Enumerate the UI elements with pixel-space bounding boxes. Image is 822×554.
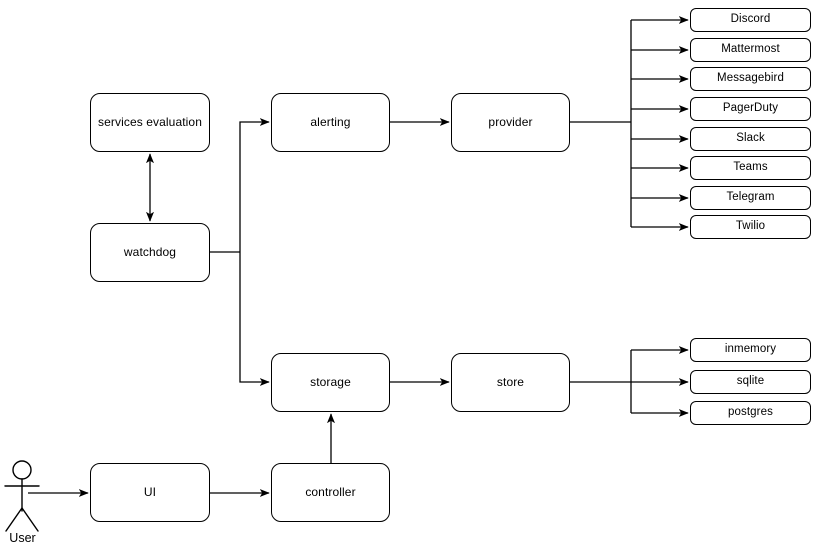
node-label: alerting <box>310 115 351 130</box>
node-postgres[interactable]: postgres <box>690 401 811 425</box>
node-ui[interactable]: UI <box>90 463 210 522</box>
node-label: Twilio <box>735 220 766 233</box>
node-mattermost[interactable]: Mattermost <box>690 38 811 62</box>
node-twilio[interactable]: Twilio <box>690 215 811 239</box>
actor-head <box>12 460 32 480</box>
node-store[interactable]: store <box>451 353 570 412</box>
actor-legs <box>5 506 39 532</box>
node-label: inmemory <box>724 343 777 356</box>
edge-watchdog-to-storage <box>239 252 270 386</box>
node-label: watchdog <box>123 245 177 260</box>
node-controller[interactable]: controller <box>271 463 390 522</box>
node-label: storage <box>310 375 351 390</box>
node-label: controller <box>305 485 356 500</box>
node-label: Telegram <box>726 191 775 204</box>
node-label: services evaluation <box>98 115 202 130</box>
node-provider[interactable]: provider <box>451 93 570 152</box>
node-label: Slack <box>736 132 765 145</box>
node-discord[interactable]: Discord <box>690 8 811 32</box>
node-services-evaluation[interactable]: services evaluation <box>90 93 210 152</box>
node-label: Mattermost <box>721 43 780 56</box>
node-label: Messagebird <box>717 72 784 85</box>
node-telegram[interactable]: Telegram <box>690 186 811 210</box>
node-watchdog[interactable]: watchdog <box>90 223 210 282</box>
node-slack[interactable]: Slack <box>690 127 811 151</box>
node-label: postgres <box>728 406 773 419</box>
node-label: UI <box>143 485 157 500</box>
node-label: Teams <box>733 161 768 174</box>
edge-watchdog-to-alerting <box>239 118 270 252</box>
node-teams[interactable]: Teams <box>690 156 811 180</box>
node-inmemory[interactable]: inmemory <box>690 338 811 362</box>
node-storage[interactable]: storage <box>271 353 390 412</box>
node-pagerduty[interactable]: PagerDuty <box>690 97 811 121</box>
node-alerting[interactable]: alerting <box>271 93 390 152</box>
node-label: Discord <box>730 13 771 26</box>
node-label: sqlite <box>736 375 765 388</box>
user-actor-label: User <box>9 531 36 545</box>
node-sqlite[interactable]: sqlite <box>690 370 811 394</box>
node-label: store <box>496 375 525 390</box>
node-label: provider <box>488 115 533 130</box>
node-messagebird[interactable]: Messagebird <box>690 67 811 91</box>
node-label: PagerDuty <box>722 102 779 115</box>
user-actor-icon <box>4 460 40 532</box>
